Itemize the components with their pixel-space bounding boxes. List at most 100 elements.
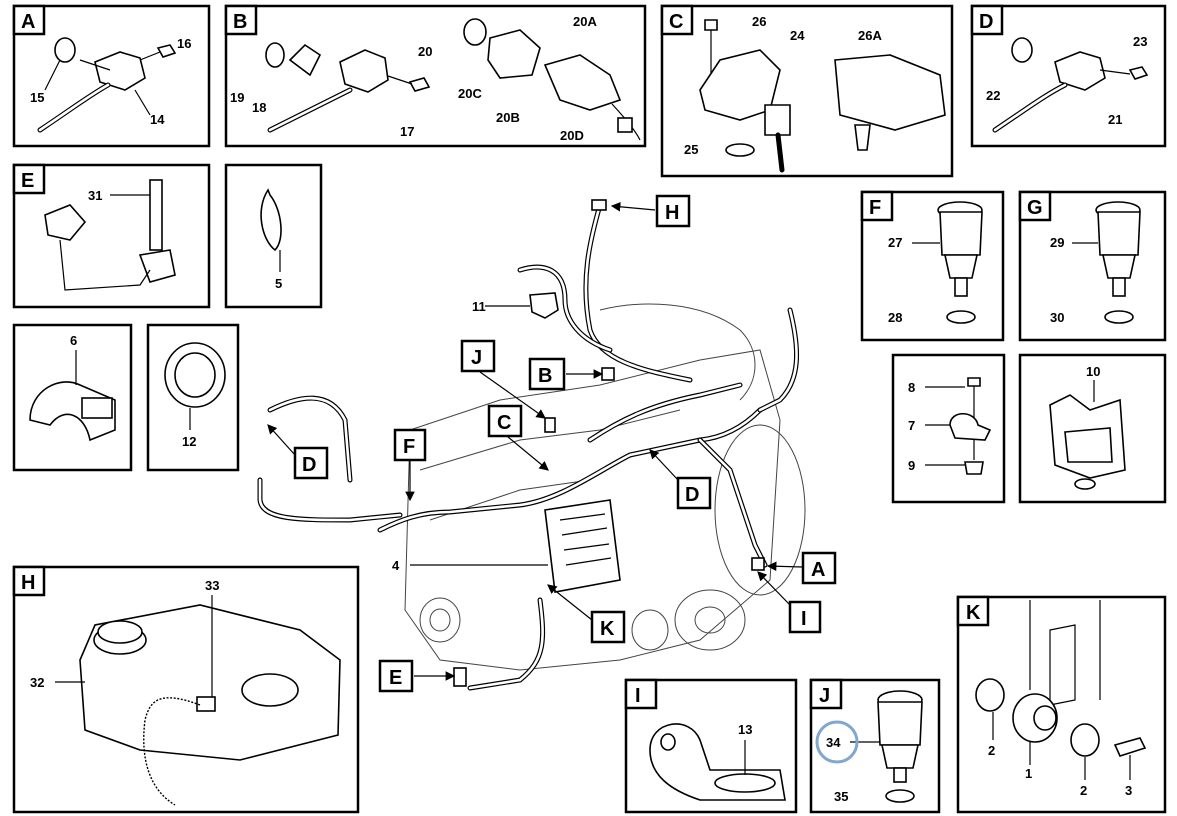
svg-text:1: 1: [1025, 766, 1032, 781]
svg-text:24: 24: [790, 28, 805, 43]
callout-i: I: [757, 571, 822, 634]
adapter-icon: [487, 29, 541, 79]
o-ring-icon: [1104, 310, 1134, 324]
svg-text:E: E: [389, 667, 402, 689]
svg-text:20D: 20D: [560, 128, 584, 143]
svg-text:10: 10: [1086, 364, 1100, 379]
housing-icon: [699, 49, 781, 121]
speed-sensor-icon: [94, 51, 146, 91]
svg-text:20: 20: [418, 44, 432, 59]
panel-a-tag: A: [21, 11, 35, 33]
svg-text:C: C: [669, 11, 683, 33]
bolt-icon: [1128, 66, 1149, 80]
svg-text:4: 4: [392, 558, 400, 573]
panel-i: I 13: [624, 678, 798, 814]
panel-f: F 27 28: [860, 190, 1005, 342]
svg-text:13: 13: [738, 722, 752, 737]
panel-g: G 29 30: [1018, 190, 1167, 342]
svg-text:6: 6: [70, 333, 77, 348]
level-sensor-rod-icon: [149, 179, 163, 251]
svg-text:30: 30: [1050, 310, 1064, 325]
svg-text:K: K: [966, 602, 981, 624]
gasket-icon: [288, 43, 322, 77]
svg-text:17: 17: [400, 124, 414, 139]
nut-icon: [964, 461, 984, 475]
connector-icon: [617, 117, 633, 133]
svg-text:25: 25: [684, 142, 698, 157]
svg-text:7: 7: [908, 418, 915, 433]
panel-cable-tie: 5: [224, 163, 323, 309]
svg-text:19: 19: [230, 90, 244, 105]
svg-text:21: 21: [1108, 112, 1122, 127]
svg-text:31: 31: [88, 188, 102, 203]
panel-h: H 33 32: [12, 565, 360, 814]
svg-text:26: 26: [752, 14, 766, 29]
o-ring-icon: [463, 18, 487, 46]
svg-text:B: B: [538, 365, 552, 387]
o-ring-icon: [946, 310, 976, 324]
o-ring-icon: [1011, 37, 1033, 63]
callout-e: E: [378, 659, 456, 693]
panel-d: D 23 22 21: [970, 4, 1167, 148]
panel-c: C 26 24 26A 25: [660, 4, 954, 178]
level-sensor-connector-icon: [196, 696, 216, 712]
panel-b: B 19 18 20 17 20C 20B 20A 20D: [224, 4, 647, 148]
svg-text:C: C: [497, 412, 511, 434]
svg-text:3: 3: [1125, 783, 1132, 798]
panel-switch-cover: 10: [1018, 353, 1167, 504]
clamp-icon: [29, 381, 116, 442]
sensor-icon: [339, 49, 389, 93]
callout-c: C: [487, 404, 549, 471]
rubber-mount-icon: [975, 678, 1005, 712]
flywheel-icon: [419, 597, 461, 643]
connector-icon: [764, 104, 791, 136]
pressure-sensor-icon: [543, 54, 622, 111]
svg-text:8: 8: [908, 380, 915, 395]
o-ring-icon: [54, 37, 76, 63]
panel-clamp: 6: [12, 323, 133, 472]
svg-text:F: F: [403, 436, 415, 458]
bolt-icon: [704, 19, 718, 31]
bolt-icon: [1113, 737, 1147, 757]
svg-text:27: 27: [888, 235, 902, 250]
svg-text:20B: 20B: [496, 110, 520, 125]
ecu-icon: [544, 499, 621, 593]
speed-sensor-icon: [1054, 51, 1106, 91]
o-ring-icon: [725, 143, 755, 157]
svg-text:D: D: [685, 484, 699, 506]
svg-text:E: E: [21, 170, 34, 192]
svg-text:I: I: [635, 685, 641, 707]
svg-text:29: 29: [1050, 235, 1064, 250]
svg-text:2: 2: [1080, 783, 1087, 798]
bolt-icon: [967, 377, 981, 387]
svg-text:28: 28: [888, 310, 902, 325]
svg-text:35: 35: [834, 789, 848, 804]
svg-text:J: J: [819, 685, 830, 707]
svg-text:9: 9: [908, 458, 915, 473]
svg-text:5: 5: [275, 276, 282, 291]
svg-text:14: 14: [150, 112, 165, 127]
callout-f: F: [393, 428, 427, 502]
highlight-circle: [815, 720, 859, 764]
svg-text:G: G: [1027, 197, 1043, 219]
svg-text:22: 22: [986, 88, 1000, 103]
svg-text:12: 12: [182, 434, 196, 449]
svg-text:A: A: [811, 559, 825, 581]
svg-text:32: 32: [30, 675, 44, 690]
svg-text:20C: 20C: [458, 86, 482, 101]
panel-k: K 2 1 2 3: [956, 595, 1167, 814]
svg-text:H: H: [21, 572, 35, 594]
panel-a: A 15 16 14: [12, 4, 211, 148]
svg-text:B: B: [233, 11, 247, 33]
cable-tie-icon: [260, 188, 282, 252]
engine-callouts: H J B C F D D: [267, 194, 837, 693]
svg-text:H: H: [665, 202, 679, 224]
svg-text:26A: 26A: [858, 28, 882, 43]
flange-icon: [44, 204, 87, 241]
svg-text:K: K: [600, 618, 615, 640]
svg-text:20A: 20A: [573, 14, 597, 29]
panel-e: E 31: [12, 163, 211, 309]
callout-a: A: [766, 551, 837, 585]
svg-text:J: J: [471, 347, 482, 369]
